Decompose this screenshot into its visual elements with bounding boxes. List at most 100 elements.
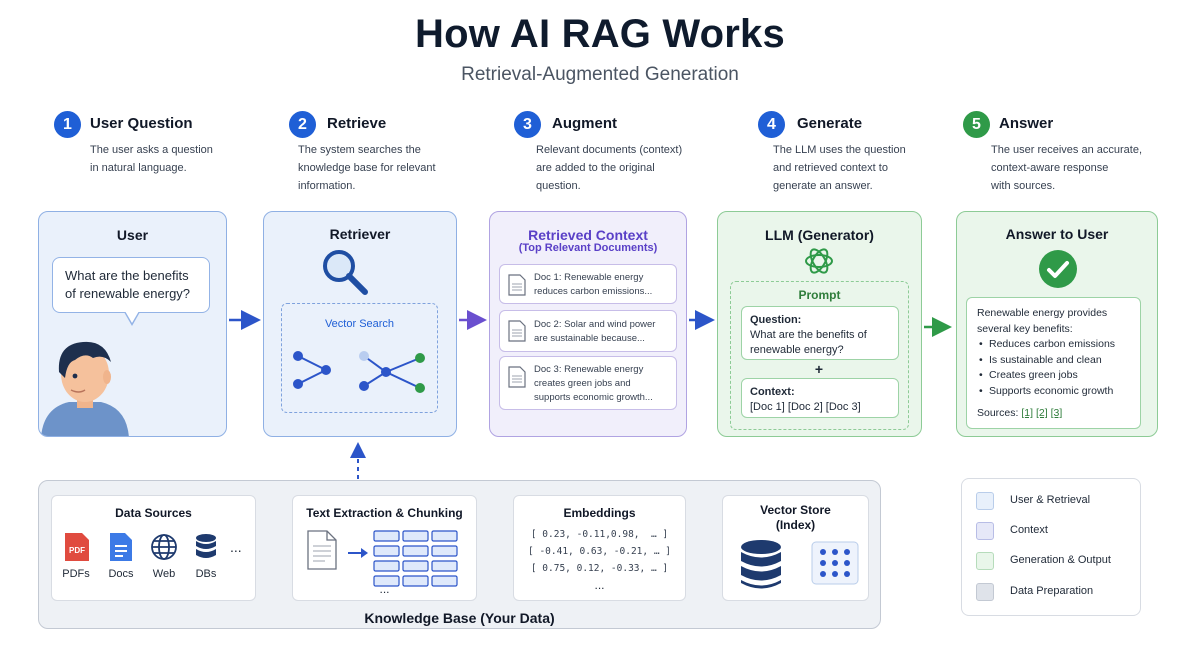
document-icon (508, 320, 526, 342)
magnifier-icon (323, 250, 368, 295)
vector-store-subtitle: (Index) (775, 518, 816, 532)
index-grid-icon (811, 541, 859, 585)
question-line: of renewable energy? (65, 286, 191, 301)
embedding-vector-row: [ -0.41, 0.63, -0.21, … ] (528, 546, 671, 557)
step-number-badge: 5 (963, 111, 990, 138)
document-icon (307, 530, 337, 570)
legend-swatch (976, 583, 994, 601)
context-value: [Doc 1] [Doc 2] [Doc 3] (750, 401, 861, 413)
source-label-web: Web (152, 568, 176, 580)
prompt-question-box: Question: What are the benefits of renew… (741, 306, 899, 360)
answer-intro: Renewable energy provides (977, 307, 1108, 319)
embedding-vector-row: [ 0.75, 0.12, -0.33, … ] (530, 563, 669, 574)
answer-card-title: Answer to User (1005, 226, 1109, 242)
step-title: Retrieve (327, 115, 387, 132)
chunking-ellipsis: ... (379, 582, 390, 596)
database-icon (196, 534, 216, 558)
legend-label: Generation & Output (1010, 554, 1111, 566)
vector-graph-icon (293, 351, 425, 393)
question-text: What are the benefits of (750, 329, 867, 341)
data-sources-box: Data Sources PDF ... PDFs Docs Web DBs (51, 495, 256, 601)
page-title: How AI RAG Works (415, 12, 785, 56)
prompt-label: Prompt (798, 288, 841, 302)
answer-bullet: Supports economic growth (977, 384, 1130, 400)
legend-swatch (976, 522, 994, 540)
step-title: Generate (797, 115, 863, 132)
chunking-title: Text Extraction & Chunking (306, 506, 463, 520)
step-number-badge: 3 (514, 111, 541, 138)
pdf-file-icon: PDF (65, 533, 89, 561)
context-card-title: Retrieved Context (528, 227, 648, 243)
source-label-pdfs: PDFs (62, 568, 90, 580)
user-question-bubble: What are the benefits of renewable energ… (52, 257, 210, 313)
question-label: Question: (750, 314, 802, 326)
embeddings-title: Embeddings (563, 506, 636, 520)
vector-store-box: Vector Store (Index) (722, 495, 869, 601)
step-title: User Question (90, 115, 193, 132)
more-sources-ellipsis: ... (230, 539, 242, 555)
arrow-right-icon (348, 548, 368, 558)
source-link[interactable]: [1] (1021, 407, 1034, 419)
step-description: The user receives an accurate,context-aw… (991, 144, 1143, 192)
retriever-card: Retriever Vector Search (263, 211, 457, 437)
sources-label: Sources: (977, 407, 1019, 419)
answer-bullet: Is sustainable and clean (977, 353, 1130, 369)
vector-store-title: Vector Store (760, 503, 831, 517)
answer-content: Renewable energy provides several key be… (966, 297, 1141, 429)
embeddings-ellipsis: ... (594, 578, 605, 592)
retriever-card-title: Retriever (329, 226, 391, 242)
answer-sources: Sources: [1] [2] [3] (977, 406, 1130, 422)
legend-label: User & Retrieval (1010, 494, 1091, 506)
legend-label: Data Preparation (1010, 585, 1094, 597)
embeddings-box: Embeddings [ 0.23, -0.11,0.98, … ] [ -0.… (513, 495, 686, 601)
user-card-title: User (116, 227, 149, 243)
knowledge-base-title: Knowledge Base (Your Data) (364, 610, 555, 626)
chunking-box: Text Extraction & Chunking ... (292, 495, 477, 601)
question-text: renewable energy? (750, 344, 844, 356)
source-label-docs: Docs (108, 568, 134, 580)
legend-label: Context (1010, 524, 1048, 536)
source-link[interactable]: [2] (1035, 407, 1048, 419)
document-icon (508, 274, 526, 296)
globe-icon (151, 534, 177, 560)
chunk-blocks-icon (373, 530, 458, 587)
page-subtitle: Retrieval-Augmented Generation (461, 64, 739, 85)
source-label-dbs: DBs (195, 568, 217, 580)
user-avatar-illustration (41, 341, 129, 436)
legend: User & Retrieval Context Generation & Ou… (961, 478, 1141, 616)
plus-sign: + (814, 361, 824, 377)
step-description: Relevant documents (context)are added to… (536, 144, 683, 192)
prompt-context-box: Context: [Doc 1] [Doc 2] [Doc 3] (741, 378, 899, 418)
answer-bullet: Reduces carbon emissions (977, 337, 1130, 353)
embedding-vector-row: [ 0.23, -0.11,0.98, … ] (530, 529, 669, 540)
legend-swatch (976, 552, 994, 570)
vector-search-label: Vector Search (324, 318, 395, 330)
question-line: What are the benefits (65, 268, 189, 283)
step-number-badge: 2 (289, 111, 316, 138)
step-title: Answer (999, 115, 1054, 132)
answer-bullets: Reduces carbon emissions Is sustainable … (977, 337, 1130, 399)
step-number-badge: 1 (54, 111, 81, 138)
database-icon (741, 540, 781, 589)
document-icon (508, 366, 526, 388)
source-link[interactable]: [3] (1050, 407, 1063, 419)
doc-file-icon (110, 533, 132, 561)
prompt-box: Prompt (730, 281, 909, 430)
context-card-subtitle: (Top Relevant Documents) (518, 242, 658, 254)
check-circle-icon (1039, 250, 1077, 288)
llm-logo-icon (805, 248, 833, 274)
llm-card-title: LLM (Generator) (765, 227, 874, 243)
vector-search-box: Vector Search (281, 303, 438, 413)
context-label: Context: (750, 386, 795, 398)
step-title: Augment (552, 115, 617, 132)
legend-swatch (976, 492, 994, 510)
answer-bullet: Creates green jobs (977, 368, 1130, 384)
